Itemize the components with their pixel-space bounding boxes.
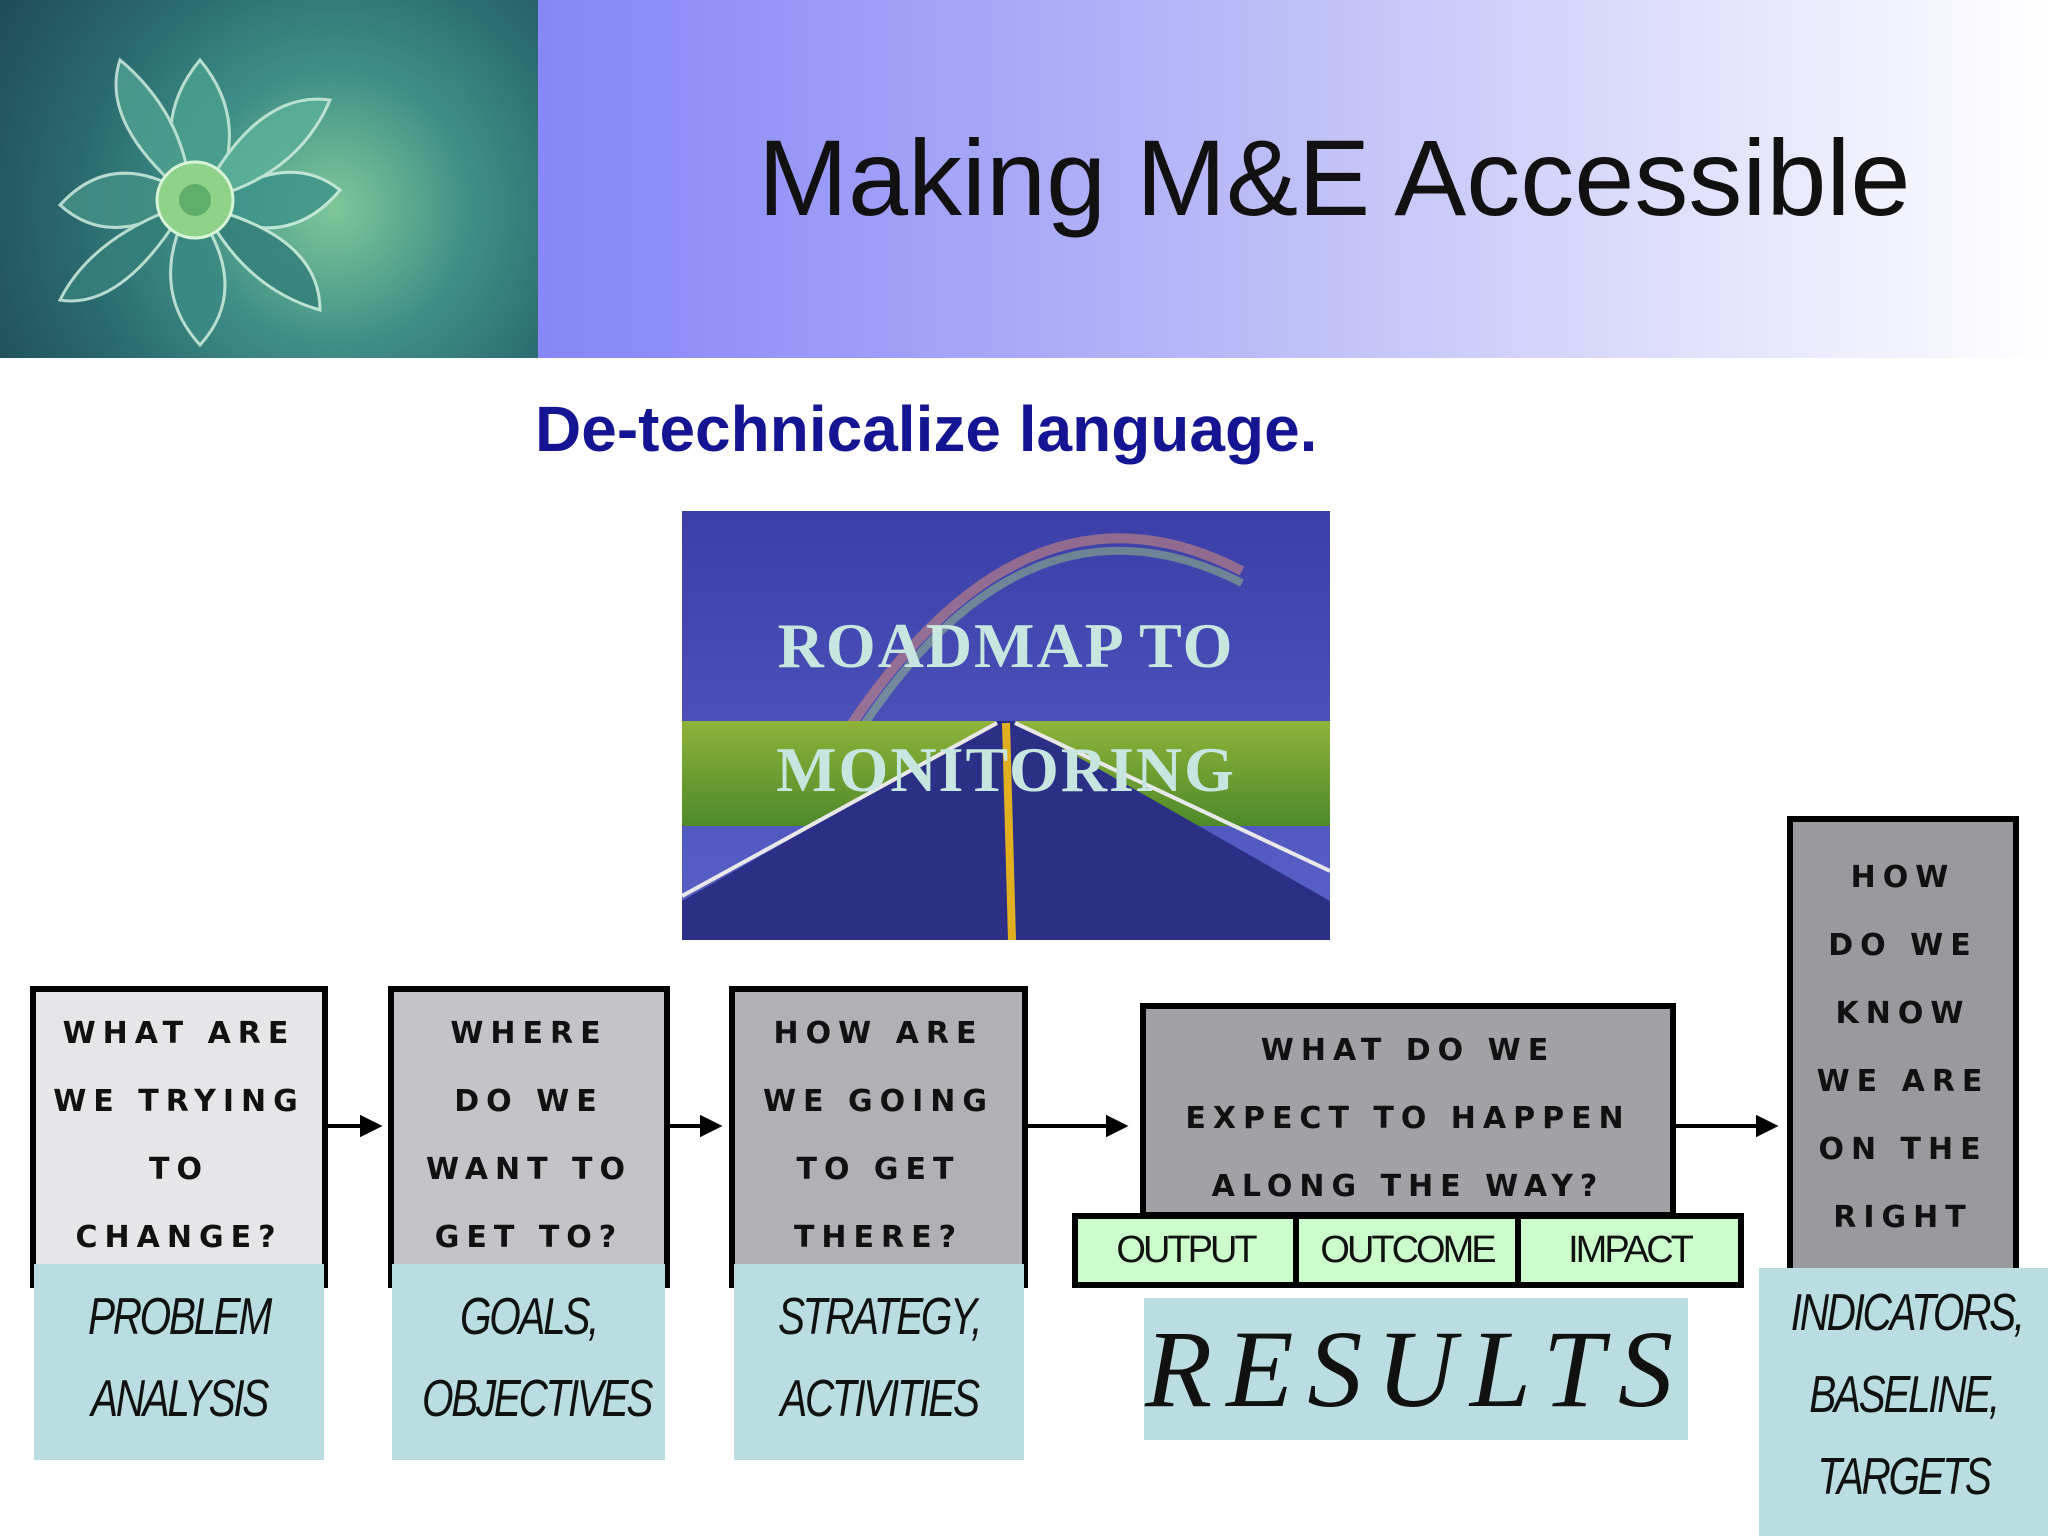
- answer-box-indicators: INDICATORS, BASELINE, TARGETS: [1759, 1268, 2048, 1536]
- results-label: RESULTS: [1144, 1298, 1688, 1440]
- question-line: to: [149, 1152, 209, 1187]
- question-line: Where: [450, 1016, 608, 1051]
- answer-line: GOALS,: [459, 1288, 599, 1346]
- slide-title: Making M&E Accessible: [758, 117, 1911, 238]
- question-line: How: [1850, 860, 1956, 895]
- roadmap-title-line1: ROADMAP TO: [777, 610, 1235, 681]
- question-line: we trying: [53, 1084, 305, 1119]
- question-line: to get: [796, 1152, 961, 1187]
- answer-line: BASELINE,: [1809, 1366, 2000, 1424]
- question-line: do we: [1828, 928, 1978, 963]
- answer-line: PROBLEM: [88, 1288, 272, 1346]
- answer-line: ANALYSIS: [91, 1370, 269, 1428]
- slide-subtitle: De-technicalize language.: [535, 393, 1318, 465]
- question-line: What are: [62, 1016, 296, 1051]
- question-line: How are: [773, 1016, 984, 1051]
- question-line: What do we: [1260, 1033, 1556, 1068]
- results-cell-outcome: OUTCOME: [1299, 1219, 1515, 1282]
- roadmap-image: ROADMAP TO MONITORING: [682, 511, 1330, 940]
- question-line: want to: [426, 1152, 632, 1187]
- answer-line: OBJECTIVES: [422, 1370, 653, 1428]
- question-line: on the: [1818, 1132, 1988, 1167]
- answer-box-goals: GOALS, OBJECTIVES: [392, 1264, 665, 1460]
- question-line: along the way?: [1211, 1169, 1605, 1204]
- answer-box-strategy: STRATEGY, ACTIVITIES: [734, 1264, 1024, 1460]
- answer-box-problem-analysis: PROBLEM ANALYSIS: [34, 1264, 324, 1460]
- question-box-problem: What are we trying to change?: [30, 986, 328, 1288]
- question-line: expect to happen: [1185, 1101, 1631, 1136]
- question-box-indicators: How do we know we are on the right: [1787, 816, 2019, 1276]
- results-cell-output: OUTPUT: [1078, 1219, 1293, 1282]
- question-line: we are: [1816, 1064, 1990, 1099]
- question-line: we going: [762, 1084, 995, 1119]
- question-line: do we: [454, 1084, 604, 1119]
- question-line: change?: [75, 1220, 283, 1255]
- answer-line: ACTIVITIES: [780, 1370, 980, 1428]
- question-line: know: [1835, 996, 1971, 1031]
- answer-line: STRATEGY,: [777, 1288, 982, 1346]
- question-line: there?: [793, 1220, 964, 1255]
- question-box-strategy: How are we going to get there?: [729, 986, 1028, 1288]
- roadmap-title-line2: MONITORING: [776, 734, 1236, 805]
- question-line: get to?: [434, 1220, 624, 1255]
- answer-line: TARGETS: [1817, 1448, 1992, 1506]
- question-box-results: What do we expect to happen along the wa…: [1140, 1003, 1676, 1218]
- results-cell-impact: IMPACT: [1521, 1219, 1738, 1282]
- question-line: right: [1833, 1200, 1973, 1235]
- succulent-photo: [0, 0, 538, 358]
- question-box-goals: Where do we want to get to?: [388, 986, 670, 1288]
- answer-line: INDICATORS,: [1790, 1284, 2025, 1342]
